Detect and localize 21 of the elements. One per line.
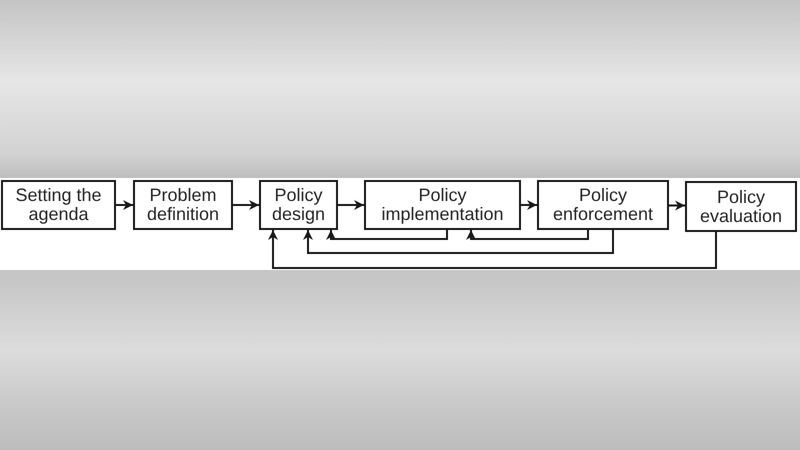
arrow: [233, 200, 259, 210]
process-box: [1, 180, 116, 230]
box-label: Policy design: [270, 186, 326, 224]
process-box: [259, 180, 338, 230]
arrow: [466, 230, 589, 240]
arrow: [326, 230, 448, 240]
box-label: Problem definition: [146, 186, 220, 224]
process-box: [537, 180, 669, 230]
arrow: [268, 230, 717, 269]
process-box: [364, 180, 521, 230]
arrow: [116, 200, 133, 210]
box-label: Setting the agenda: [14, 186, 103, 224]
box-label: Policy evaluation: [698, 188, 784, 226]
arrow: [669, 200, 685, 210]
box-label: Policy implementation: [380, 186, 505, 224]
arrow: [338, 200, 364, 210]
process-box: [685, 181, 797, 232]
arrow: [303, 230, 614, 254]
arrow: [521, 200, 537, 210]
box-label: Policy enforcement: [552, 186, 654, 224]
process-box: [133, 180, 233, 230]
